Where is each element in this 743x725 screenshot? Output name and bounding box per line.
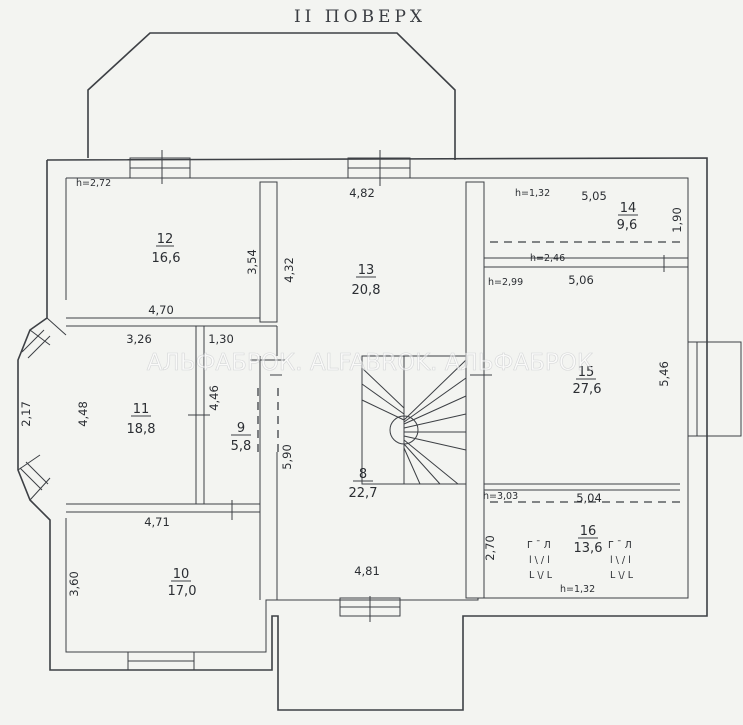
dim-3-26: 3,26 [126,332,152,346]
room-area-8: 22,7 [349,486,378,501]
room-area-15: 27,6 [573,382,602,397]
room-number-16: 16 [580,524,597,539]
interior-walls [66,181,688,600]
dim-1-30: 1,30 [208,332,234,346]
height-room-16-bottom: h=1,32 [560,584,595,595]
dim-5-04: 5,04 [576,491,602,505]
height-room-14: h=1,32 [515,188,550,199]
room-area-14: 9,6 [617,218,638,233]
dim-5-05: 5,05 [581,189,607,203]
room-area-13: 20,8 [352,283,381,298]
svg-text:L \/ L: L \/ L [610,570,634,581]
svg-text:l \ / l: l \ / l [529,555,550,566]
room-number-12: 12 [157,232,174,247]
door-marks [161,150,665,622]
room-area-12: 16,6 [152,251,181,266]
floor-title: II ПОВЕРХ [294,7,426,27]
room-labels: 12 16,6 13 20,8 14 9,6 15 27,6 11 18,8 9… [127,201,638,599]
room-area-16: 13,6 [574,541,603,556]
dim-4-82: 4,82 [349,186,375,200]
height-room-16: h=3,03 [483,491,518,502]
height-divider-14-15: h=2,46 [530,253,565,264]
dim-5-46: 5,46 [657,361,671,387]
upper-bay-outline [87,32,456,160]
dim-5-90: 5,90 [280,444,294,470]
dim-4-32: 4,32 [282,257,296,283]
dim-2-17: 2,17 [19,401,33,427]
room-number-9: 9 [237,421,245,436]
room-area-11: 18,8 [127,422,156,437]
svg-text:l \ / l: l \ / l [610,555,631,566]
staircase [361,355,467,485]
dim-4-81: 4,81 [354,564,380,578]
watermark: АЛЬФАБРОК. ALFABROK. АЛЬФАБРОК [147,350,593,376]
fixture-marks: Г ¯ Л l \ / l L \/ L Г ¯ Л l \ / l L \/ … [527,540,634,581]
dim-3-54: 3,54 [245,249,259,275]
room-number-14: 14 [620,201,637,216]
room-number-8: 8 [359,467,367,482]
windows [127,157,742,671]
height-room-15: h=2,99 [488,277,523,288]
dimension-labels: 4,82 3,54 4,32 4,70 3,26 1,30 4,48 4,46 … [19,186,684,597]
room-number-10: 10 [173,567,190,582]
svg-text:Г ¯ Л: Г ¯ Л [608,540,632,551]
room-area-9: 5,8 [231,439,252,454]
room-number-13: 13 [358,263,375,278]
dim-5-06: 5,06 [568,273,594,287]
dim-4-48: 4,48 [76,401,90,427]
room-area-10: 17,0 [168,584,197,599]
height-room-12: h=2,72 [76,178,111,189]
dim-2-70: 2,70 [483,535,497,561]
dim-4-70: 4,70 [148,303,174,317]
room-number-15: 15 [578,365,595,380]
svg-text:L \/ L: L \/ L [529,570,553,581]
svg-text:Г ¯ Л: Г ¯ Л [527,540,551,551]
dim-3-60: 3,60 [67,571,81,597]
height-labels: h=2,72 h=1,32 h=2,46 h=2,99 h=3,03 h=1,3… [76,178,595,595]
dim-4-46: 4,46 [207,385,221,411]
dim-4-71: 4,71 [144,515,170,529]
room-number-11: 11 [133,402,150,417]
dim-1-90: 1,90 [670,207,684,233]
